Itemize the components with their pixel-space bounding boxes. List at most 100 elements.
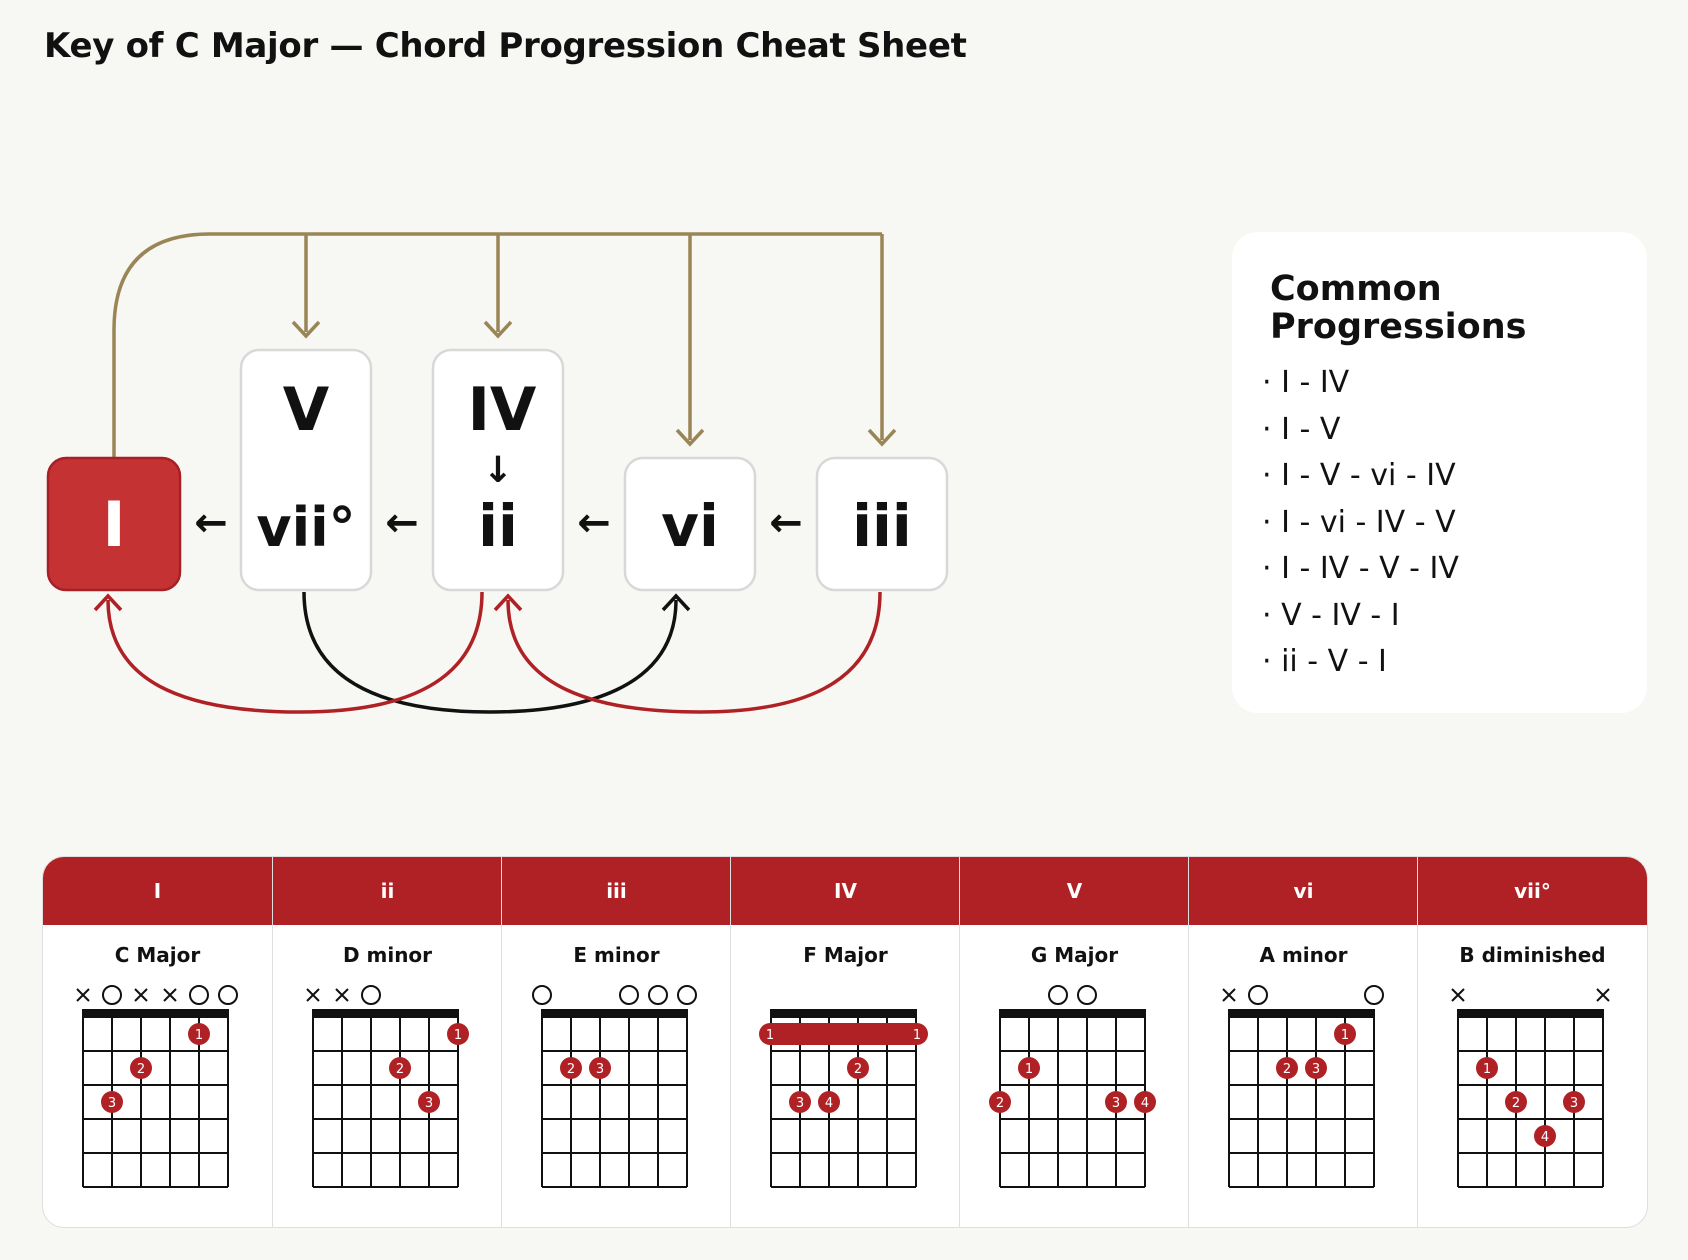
finger-dot	[1018, 1057, 1040, 1079]
progression-item: · I - V - vi - IV	[1262, 458, 1456, 493]
node-V-vii: V vii°	[239, 348, 373, 592]
nut	[541, 1009, 688, 1017]
node-IV-ii: IV ↓ ii	[431, 348, 565, 592]
finger-number: 1	[454, 1028, 462, 1043]
arrowhead-IV	[483, 320, 513, 339]
finger-number: 2	[854, 1062, 862, 1077]
title-line-2: Progressions	[1270, 307, 1527, 347]
progression-item: · V - IV - I	[1262, 597, 1400, 633]
finger-number: 2	[137, 1062, 145, 1077]
nut	[1457, 1009, 1604, 1017]
node-label-vi: vi	[661, 492, 719, 560]
finger-dot	[1534, 1125, 1556, 1147]
left-arrow-icon: ←	[385, 500, 419, 546]
down-arrow-icon: ↓	[483, 450, 513, 491]
finger-number: 1	[1483, 1062, 1491, 1077]
node-label-I: I	[102, 488, 125, 561]
title-line-1: Common	[1270, 269, 1442, 309]
finger-number: 3	[796, 1096, 804, 1111]
finger-dot	[1276, 1057, 1298, 1079]
common-progressions-title: Common Progressions	[1270, 270, 1526, 346]
open-string-icon	[532, 985, 552, 1005]
common-progressions-card: Common Progressions · I - IV · I - V · I…	[1232, 232, 1647, 713]
open-string-icon	[1364, 985, 1384, 1005]
chord-numeral: vii°	[1514, 879, 1551, 903]
finger-dot	[418, 1091, 440, 1113]
left-arrow-icon: ←	[577, 500, 611, 546]
chord-chart-header	[43, 857, 1647, 925]
finger-number: 4	[1541, 1130, 1549, 1145]
nut	[999, 1009, 1146, 1017]
finger-number: 3	[1570, 1096, 1578, 1111]
chord-numeral: iii	[606, 879, 627, 903]
node-iii: iii	[815, 456, 949, 592]
progression-item: · ii - V - I	[1262, 644, 1387, 679]
open-string-icon	[677, 985, 697, 1005]
finger-dot	[1305, 1057, 1327, 1079]
finger-number: 2	[1512, 1096, 1520, 1111]
open-string-icon	[218, 985, 238, 1005]
finger-dot	[130, 1057, 152, 1079]
chord-name: G Major	[1030, 943, 1119, 967]
left-arrow-icon: ←	[194, 500, 228, 546]
chord-numeral: I	[153, 879, 162, 903]
finger-number: 2	[567, 1062, 575, 1077]
finger-number: 1	[195, 1028, 203, 1043]
finger-dot	[1505, 1091, 1527, 1113]
muted-string-icon	[306, 988, 320, 1002]
chord-numeral: vi	[1293, 879, 1314, 903]
finger-dot	[589, 1057, 611, 1079]
chord-diagram-c-major: 123	[76, 985, 238, 1188]
finger-number: 4	[825, 1096, 833, 1111]
progression-item: · I - IV	[1262, 365, 1350, 400]
finger-number: 3	[596, 1062, 604, 1077]
progression-list: · I - IV · I - V · I - V - vi - IV · I -…	[1262, 360, 1459, 686]
chord-name: A minor	[1259, 943, 1348, 967]
chord-diagram-f-major: 1 1 2 3 4	[759, 1009, 928, 1188]
muted-string-icon	[1451, 988, 1465, 1002]
finger-dot	[847, 1057, 869, 1079]
muted-string-icon	[335, 988, 349, 1002]
arrowhead-vi	[675, 428, 705, 447]
open-string-icon	[361, 985, 381, 1005]
finger-dot	[818, 1091, 840, 1113]
finger-number: 1	[1341, 1028, 1349, 1043]
finger-dot	[1476, 1057, 1498, 1079]
progression-item: · I - V	[1262, 411, 1341, 447]
muted-string-icon	[76, 988, 90, 1002]
open-string-icon	[1048, 985, 1068, 1005]
finger-number: 1	[913, 1028, 921, 1043]
gold-arrows	[112, 232, 897, 458]
finger-number: 2	[1283, 1062, 1291, 1077]
finger-number: 1	[1025, 1062, 1033, 1077]
open-string-icon	[619, 985, 639, 1005]
node-vi: vi	[623, 456, 757, 592]
nut	[312, 1009, 459, 1017]
finger-number: 2	[396, 1062, 404, 1077]
chord-name: F Major	[803, 943, 888, 967]
finger-dot	[447, 1023, 469, 1045]
chord-numeral: ii	[380, 879, 395, 903]
open-string-icon	[102, 985, 122, 1005]
chord-diagram-a-minor: 1 2 3	[1222, 985, 1384, 1188]
left-arrow-icon: ←	[769, 500, 803, 546]
finger-dot	[1334, 1023, 1356, 1045]
muted-string-icon	[1596, 988, 1610, 1002]
chord-name: E minor	[573, 943, 660, 967]
finger-number: 1	[766, 1028, 774, 1043]
nut	[1228, 1009, 1375, 1017]
finger-dot	[989, 1091, 1011, 1113]
open-string-icon	[1248, 985, 1268, 1005]
node-label-iii: iii	[852, 492, 912, 560]
arrowhead-V	[291, 320, 321, 339]
chord-column-vi: vi A minor 1 2 3	[1188, 857, 1418, 1227]
muted-string-icon	[134, 988, 148, 1002]
node-label-V: V	[283, 375, 330, 445]
finger-number: 3	[1312, 1062, 1320, 1077]
nut	[82, 1009, 229, 1017]
